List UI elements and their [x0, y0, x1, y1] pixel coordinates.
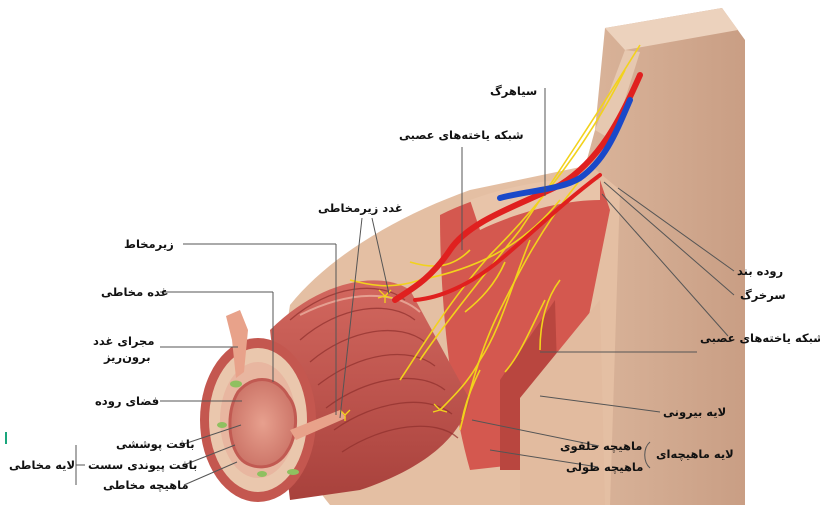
- label-loose-connective: بافت پیوندی سست: [88, 458, 197, 473]
- label-vein: سیاهرگ: [490, 84, 537, 99]
- label-mesentery: روده بند: [737, 264, 783, 279]
- label-submucosal-glands: غدد زیرمخاطی: [318, 201, 403, 216]
- label-submucosa: زیرمخاط: [124, 237, 174, 252]
- label-lumen: فضای روده: [95, 394, 159, 409]
- label-serosa: لایه بیرونی: [663, 405, 726, 420]
- label-epithelium: بافت پوششی: [116, 437, 195, 452]
- label-nerve-plexus-right: شبکه یاخته‌های عصبی: [700, 331, 820, 346]
- label-circular-muscle: ماهیچه حلقوی: [560, 439, 642, 454]
- label-muscular-layer: لایه ماهیچه‌ای: [656, 447, 734, 462]
- label-exocrine-duct-line1: مجرای غدد: [93, 334, 154, 349]
- label-nerve-plexus-top: شبکه یاخته‌های عصبی: [399, 128, 524, 143]
- label-mucosa-layer: لایه مخاطی: [9, 458, 75, 473]
- label-mucosal-gland: غده مخاطی: [101, 285, 168, 300]
- label-longitudinal-muscle: ماهیچه طولی: [566, 460, 643, 475]
- label-muscularis-mucosae: ماهیچه مخاطی: [103, 478, 189, 493]
- label-exocrine-duct-line2: برون‌ریز: [104, 350, 151, 365]
- label-artery: سرخرگ: [740, 288, 786, 303]
